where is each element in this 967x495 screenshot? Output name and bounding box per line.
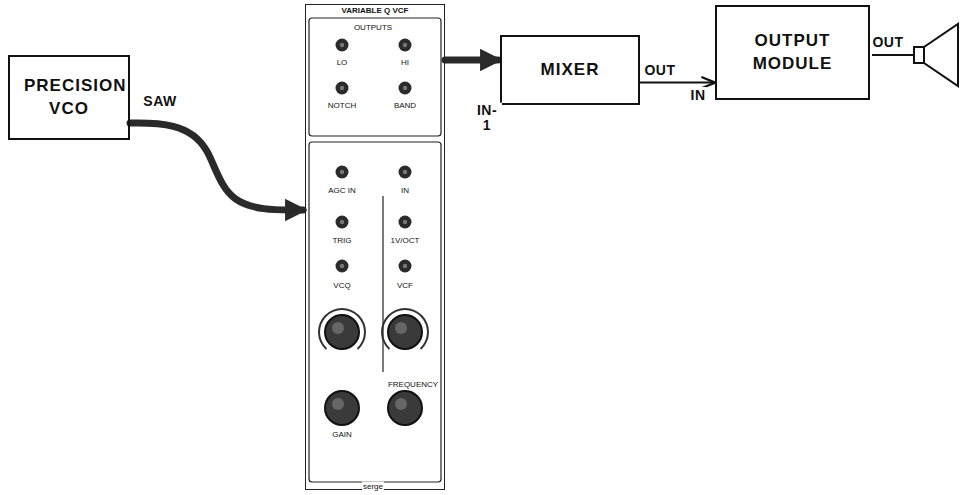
jack-socket	[336, 39, 349, 52]
jack-label: TRIG	[331, 236, 352, 245]
knob-shine	[332, 398, 344, 410]
knob-shine	[332, 322, 344, 334]
knob-shine	[395, 322, 407, 334]
speaker-magnet	[914, 47, 924, 63]
divider-line	[382, 196, 383, 372]
jack-label: FREQUENCY	[387, 380, 439, 389]
jack-socket	[336, 82, 349, 95]
signal-label: IN	[690, 87, 707, 103]
jack-label: HI	[400, 58, 410, 67]
edge-group	[640, 82, 714, 83]
jack-socket	[399, 260, 412, 273]
jack-socket	[399, 216, 412, 229]
jack-label: OUTPUTS	[353, 23, 393, 32]
jack-hole	[403, 170, 407, 174]
edge-group	[130, 123, 303, 210]
patch-cable	[445, 57, 498, 64]
output-section	[309, 18, 441, 136]
jack-ring	[336, 166, 349, 179]
knob-scale	[318, 308, 366, 350]
jack-ring	[336, 39, 349, 52]
knob-cap	[388, 315, 422, 349]
jack-ring	[336, 260, 349, 273]
jack-ring	[399, 82, 412, 95]
jack-label: GAIN	[331, 430, 353, 439]
patch-cable	[130, 123, 303, 210]
knob-cap	[325, 315, 359, 349]
speaker-symbol	[872, 24, 958, 86]
jack-label: BAND	[393, 101, 417, 110]
jack-socket	[399, 39, 412, 52]
jack-hole	[403, 220, 407, 224]
speaker-cone	[924, 24, 958, 86]
edge-group	[445, 60, 498, 61]
jack-hole	[340, 170, 344, 174]
jack-hole	[340, 220, 344, 224]
speaker-wire	[872, 54, 914, 56]
jack-label: LO	[336, 58, 349, 67]
jack-label: VCQ	[332, 281, 351, 290]
jack-label: serge	[362, 482, 384, 491]
signal-line	[640, 82, 714, 84]
knob	[318, 308, 366, 350]
jack-ring	[336, 82, 349, 95]
panel-title: VARIABLE Q VCF	[340, 6, 411, 17]
signal-label: OUT	[643, 62, 676, 78]
jack-hole	[403, 264, 407, 268]
jack-socket	[399, 82, 412, 95]
module-name: PRECISION VCO	[24, 75, 114, 121]
signal-label: OUT	[871, 34, 904, 50]
jack-ring	[399, 166, 412, 179]
module-box: OUTPUT MODULE	[715, 5, 870, 100]
jack-hole	[403, 43, 407, 47]
knobs	[318, 308, 429, 425]
jack-label: IN	[400, 186, 410, 195]
knob	[381, 308, 429, 350]
jack-ring	[399, 260, 412, 273]
jack-label: 1V/OCT	[390, 236, 421, 245]
jack-hole	[403, 86, 407, 90]
jack-socket	[336, 216, 349, 229]
jack-ring	[399, 216, 412, 229]
jack-socket	[336, 260, 349, 273]
module-panel: VARIABLE Q VCF	[305, 4, 445, 490]
module-name: MIXER	[541, 59, 600, 82]
jack-socket	[399, 166, 412, 179]
module-box: MIXER	[500, 35, 640, 105]
module-name: OUTPUT MODULE	[733, 30, 853, 76]
jack-ring	[336, 216, 349, 229]
knob	[325, 391, 359, 425]
module-box: PRECISION VCO	[8, 55, 130, 140]
knob-scale	[381, 308, 429, 350]
jack-hole	[340, 43, 344, 47]
jack-ring	[399, 39, 412, 52]
jack-hole	[340, 86, 344, 90]
knob-cap	[388, 391, 422, 425]
knob-cap	[325, 391, 359, 425]
jack-label: NOTCH	[327, 101, 357, 110]
signal-label: IN- 1	[472, 103, 502, 134]
jack-hole	[340, 264, 344, 268]
jack-label: AGC IN	[327, 186, 357, 195]
jack-socket	[336, 166, 349, 179]
knob	[388, 391, 422, 425]
signal-label: SAW	[142, 93, 177, 109]
knob-shine	[395, 398, 407, 410]
jack-label: VCF	[396, 281, 414, 290]
control-section	[309, 142, 441, 482]
panel-sections	[309, 18, 441, 482]
